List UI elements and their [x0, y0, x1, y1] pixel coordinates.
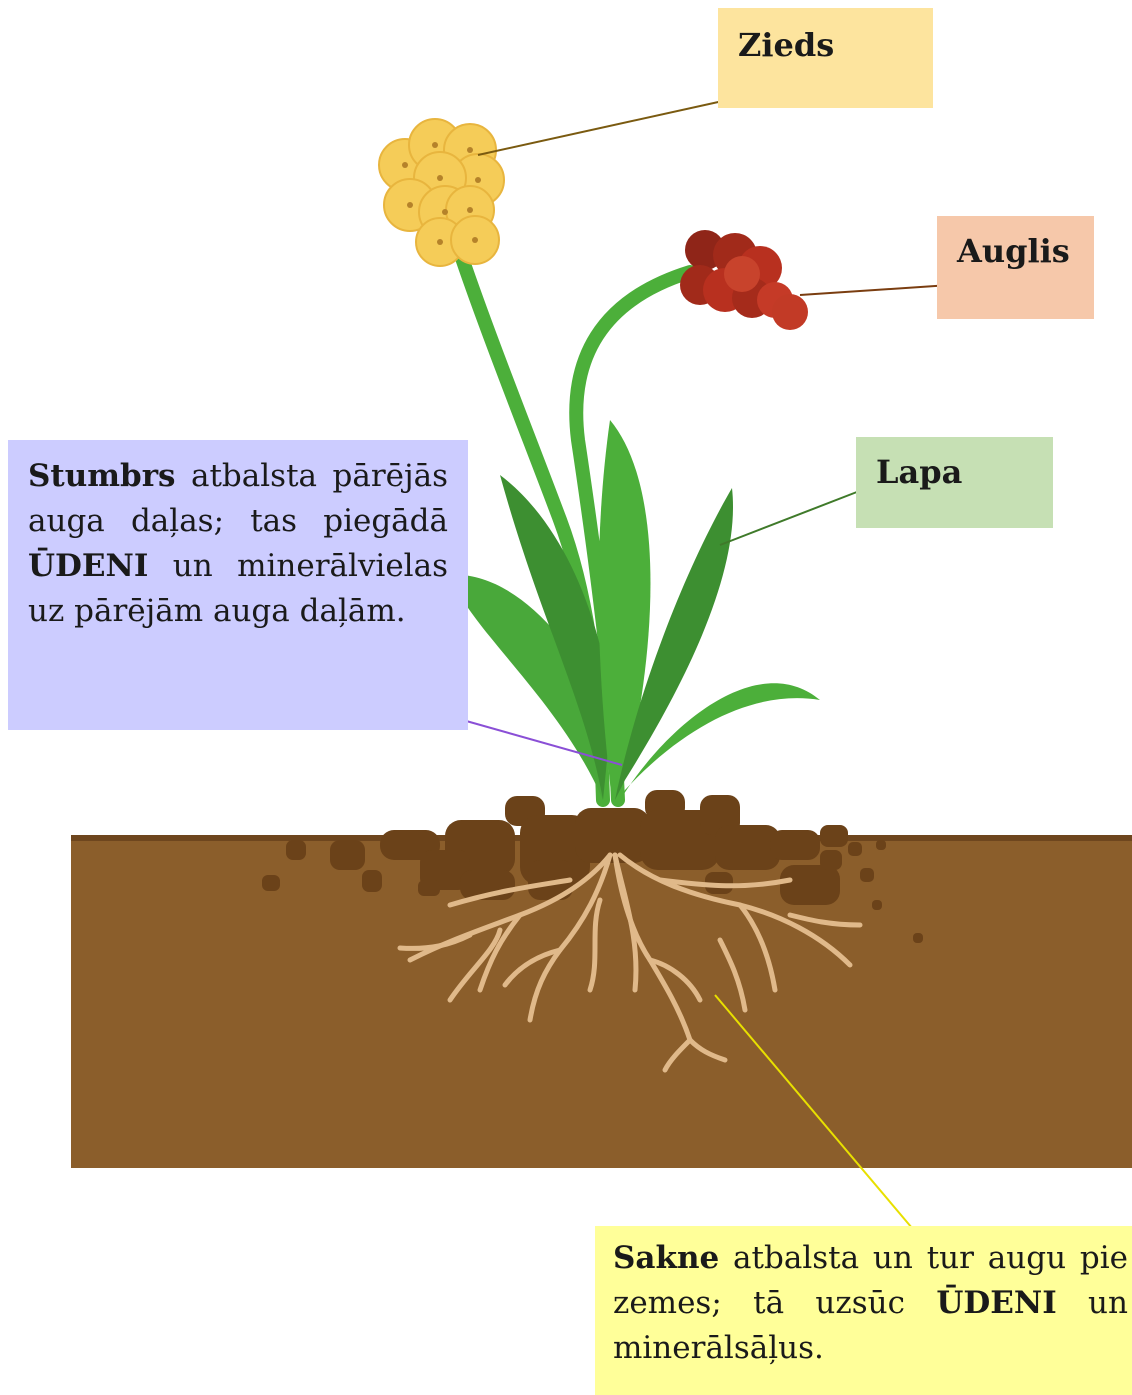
sakne-description-box: Sakne atbalsta un tur augu pie zemes; tā…	[595, 1226, 1132, 1395]
stumbrs-description-box: Stumbrs atbalsta pārējās auga daļas; tas…	[8, 440, 468, 730]
soil	[71, 790, 1132, 1168]
auglis-label-box: Auglis	[937, 216, 1094, 319]
zieds-leader-line	[478, 95, 750, 155]
fruit	[680, 230, 808, 330]
leaves	[450, 420, 820, 800]
lapa-label-box: Lapa	[856, 437, 1053, 528]
lapa-leader-line	[720, 490, 862, 545]
zieds-label-box: Zieds	[718, 8, 933, 108]
sakne-description: Sakne atbalsta un tur augu pie zemes; tā…	[613, 1236, 1128, 1371]
sakne-term: Sakne	[613, 1240, 719, 1276]
auglis-leader-line	[800, 285, 950, 295]
zieds-label: Zieds	[738, 26, 834, 64]
lapa-label: Lapa	[876, 453, 962, 491]
stumbrs-emphasis: ŪDENI	[28, 548, 148, 584]
auglis-label: Auglis	[957, 232, 1070, 270]
stumbrs-term: Stumbrs	[28, 458, 176, 494]
stumbrs-description: Stumbrs atbalsta pārējās auga daļas; tas…	[28, 454, 448, 634]
sakne-emphasis: ŪDENI	[936, 1285, 1056, 1321]
